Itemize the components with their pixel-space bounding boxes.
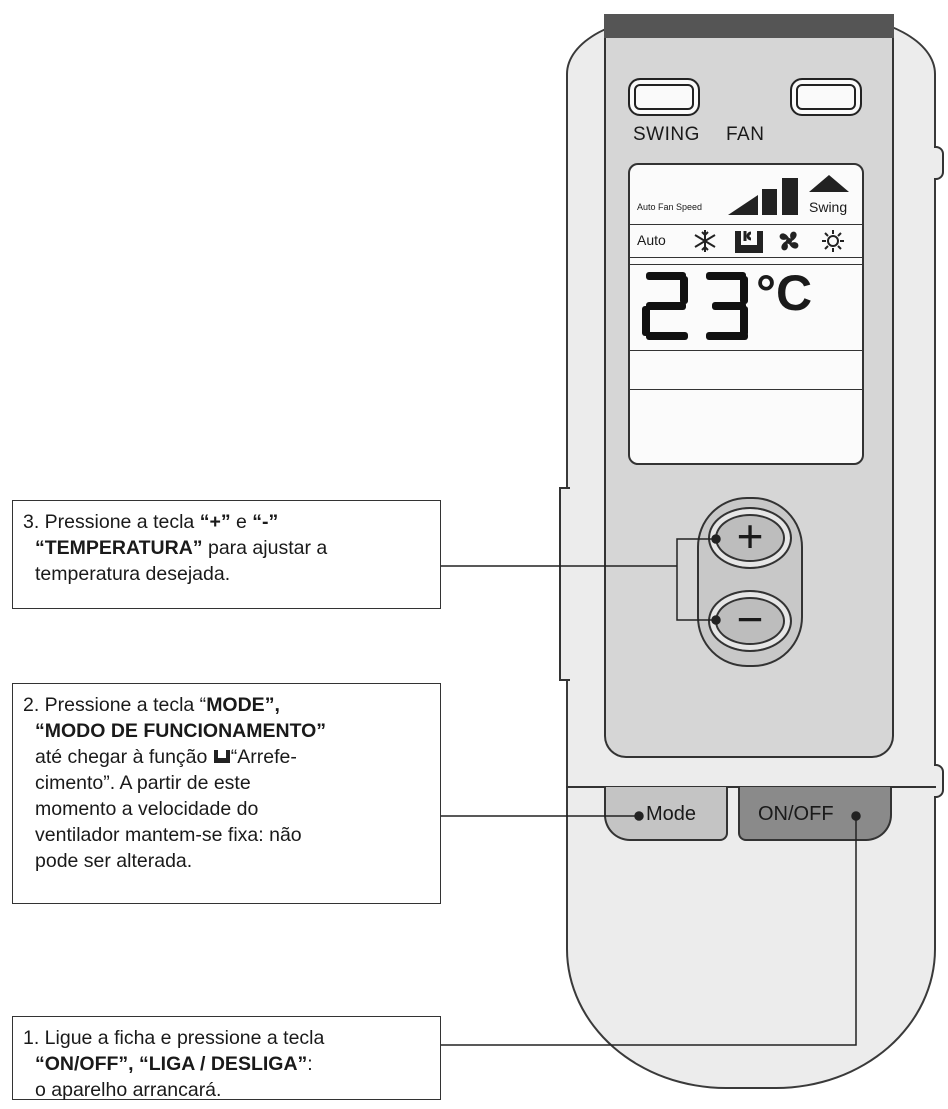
cooling-mode-icon bbox=[213, 750, 230, 763]
temperature-unit: °C bbox=[756, 265, 813, 321]
side-nub-bottom bbox=[934, 764, 944, 798]
step2-text-1: 2. Pressione a tecla “ bbox=[23, 694, 207, 716]
swing-button[interactable] bbox=[628, 78, 700, 116]
lcd-auto-fan-speed: Auto Fan Speed bbox=[637, 202, 703, 212]
lcd-line bbox=[630, 264, 862, 265]
cooling-mode-icon bbox=[735, 231, 763, 253]
step2-text-2: até chegar à função bbox=[35, 746, 213, 768]
lcd-swing: Swing bbox=[809, 199, 848, 215]
plus-symbol: + bbox=[736, 510, 764, 562]
snowflake-icon bbox=[694, 230, 716, 252]
side-slot bbox=[559, 487, 570, 681]
temperature-plus-button[interactable] bbox=[708, 507, 792, 569]
step2-modo: “MODO DE FUNCIONAMENTO” bbox=[35, 720, 327, 742]
step3-plus: “+” bbox=[199, 511, 231, 533]
step1-text-3: o aparelho arrancará. bbox=[35, 1079, 222, 1101]
lcd-line bbox=[630, 350, 862, 351]
step3-text-3: para ajustar a bbox=[202, 537, 328, 559]
lcd-line bbox=[630, 224, 862, 225]
step2-text-7: pode ser alterada. bbox=[35, 850, 193, 872]
onoff-button[interactable] bbox=[738, 787, 892, 841]
remote-top-band bbox=[604, 14, 894, 38]
swing-label: SWING bbox=[633, 124, 700, 145]
step3-text-2: e bbox=[230, 511, 253, 533]
callout-step-1: 1. Ligue a ficha e pressione a tecla “ON… bbox=[12, 1016, 441, 1101]
side-nub-top bbox=[934, 146, 944, 180]
mode-label: Mode bbox=[646, 803, 697, 825]
minus-symbol: − bbox=[736, 593, 764, 645]
temperature-minus-button[interactable] bbox=[708, 590, 792, 652]
step2-text-3: “Arrefe- bbox=[230, 746, 297, 768]
step3-text-1: 3. Pressione a tecla bbox=[23, 511, 200, 533]
fan-mode-icon bbox=[779, 231, 799, 251]
step1-text-1: 1. Ligue a ficha e pressione a tecla bbox=[23, 1027, 325, 1049]
fan-label: FAN bbox=[726, 124, 765, 145]
onoff-label: ON/OFF bbox=[758, 803, 834, 825]
lcd-line bbox=[630, 257, 862, 258]
step3-temperatura: “TEMPERATURA” bbox=[35, 537, 203, 559]
step2-text-5: momento a velocidade do bbox=[35, 798, 259, 820]
lcd-auto-mode: Auto bbox=[637, 232, 666, 248]
callout-step-2: 2. Pressione a tecla “MODE”, “MODO DE FU… bbox=[12, 683, 441, 904]
step3-minus: “-” bbox=[252, 511, 279, 533]
swing-arrow-icon bbox=[809, 175, 849, 192]
step1-text-2: : bbox=[307, 1053, 313, 1075]
step1-onoff: “ON/OFF”, “LIGA / DESLIGA” bbox=[35, 1053, 308, 1075]
heat-mode-icon bbox=[822, 230, 844, 252]
step2-text-4: cimento”. A partir de este bbox=[35, 772, 251, 794]
callout-step-3: 3. Pressione a tecla “+” e “-” “TEMPERAT… bbox=[12, 500, 441, 609]
step2-text-6: ventilador mantem-se fixa: não bbox=[35, 824, 302, 846]
temperature-readout: 23 bbox=[642, 272, 748, 340]
lcd-line bbox=[630, 389, 862, 390]
step3-text-4: temperatura desejada. bbox=[35, 563, 231, 585]
mode-button[interactable] bbox=[604, 787, 728, 841]
fan-button[interactable] bbox=[790, 78, 862, 116]
step2-mode: MODE”, bbox=[206, 694, 280, 716]
fan-speed-bars-icon bbox=[728, 178, 798, 215]
